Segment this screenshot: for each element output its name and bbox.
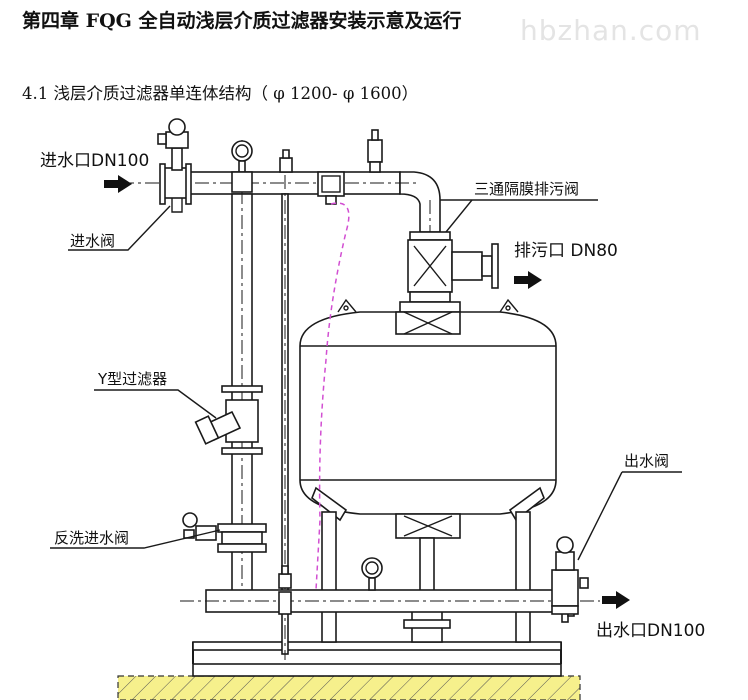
label-outlet-valve: 出水阀 [624, 452, 669, 470]
air-vent-valve [367, 129, 383, 173]
backwash-inlet-valve [182, 512, 267, 553]
sensor-block [317, 171, 345, 205]
outlet-valve [551, 536, 589, 615]
pressure-gauge-bottom [361, 557, 383, 591]
filter-tank [299, 298, 557, 539]
label-outlet-port: 出水口DN100 [596, 621, 705, 641]
y-type-filter [194, 399, 259, 445]
label-drain-port: 排污口 DN80 [514, 241, 618, 261]
foundation [117, 641, 581, 700]
signal-line [315, 202, 350, 591]
drain-arrow [514, 271, 542, 289]
label-inlet-port: 进水口DN100 [40, 151, 149, 171]
page-title: 第四章 FQG 全自动浅层介质过滤器安装示意及运行 [22, 10, 462, 32]
inlet-arrow [104, 175, 132, 193]
label-y-filter: Y型过滤器 [97, 370, 167, 388]
label-three-way-valve: 三通隔膜排污阀 [474, 180, 579, 198]
vent-valve-bottom [278, 565, 292, 615]
three-way-drain-valve [399, 231, 499, 317]
section-subtitle: 4.1 浅层介质过滤器单连体结构（ φ 1200- φ 1600） [22, 84, 419, 103]
label-inlet-valve: 进水阀 [70, 232, 115, 250]
pressure-gauge-top [231, 140, 253, 193]
leader-lines [50, 199, 682, 561]
inlet-valve [157, 118, 192, 213]
vent-valve-left [279, 149, 293, 173]
label-backwash-valve: 反洗进水阀 [54, 529, 129, 547]
watermark: hbzhan.com [520, 14, 702, 47]
outlet-arrow [602, 591, 630, 609]
